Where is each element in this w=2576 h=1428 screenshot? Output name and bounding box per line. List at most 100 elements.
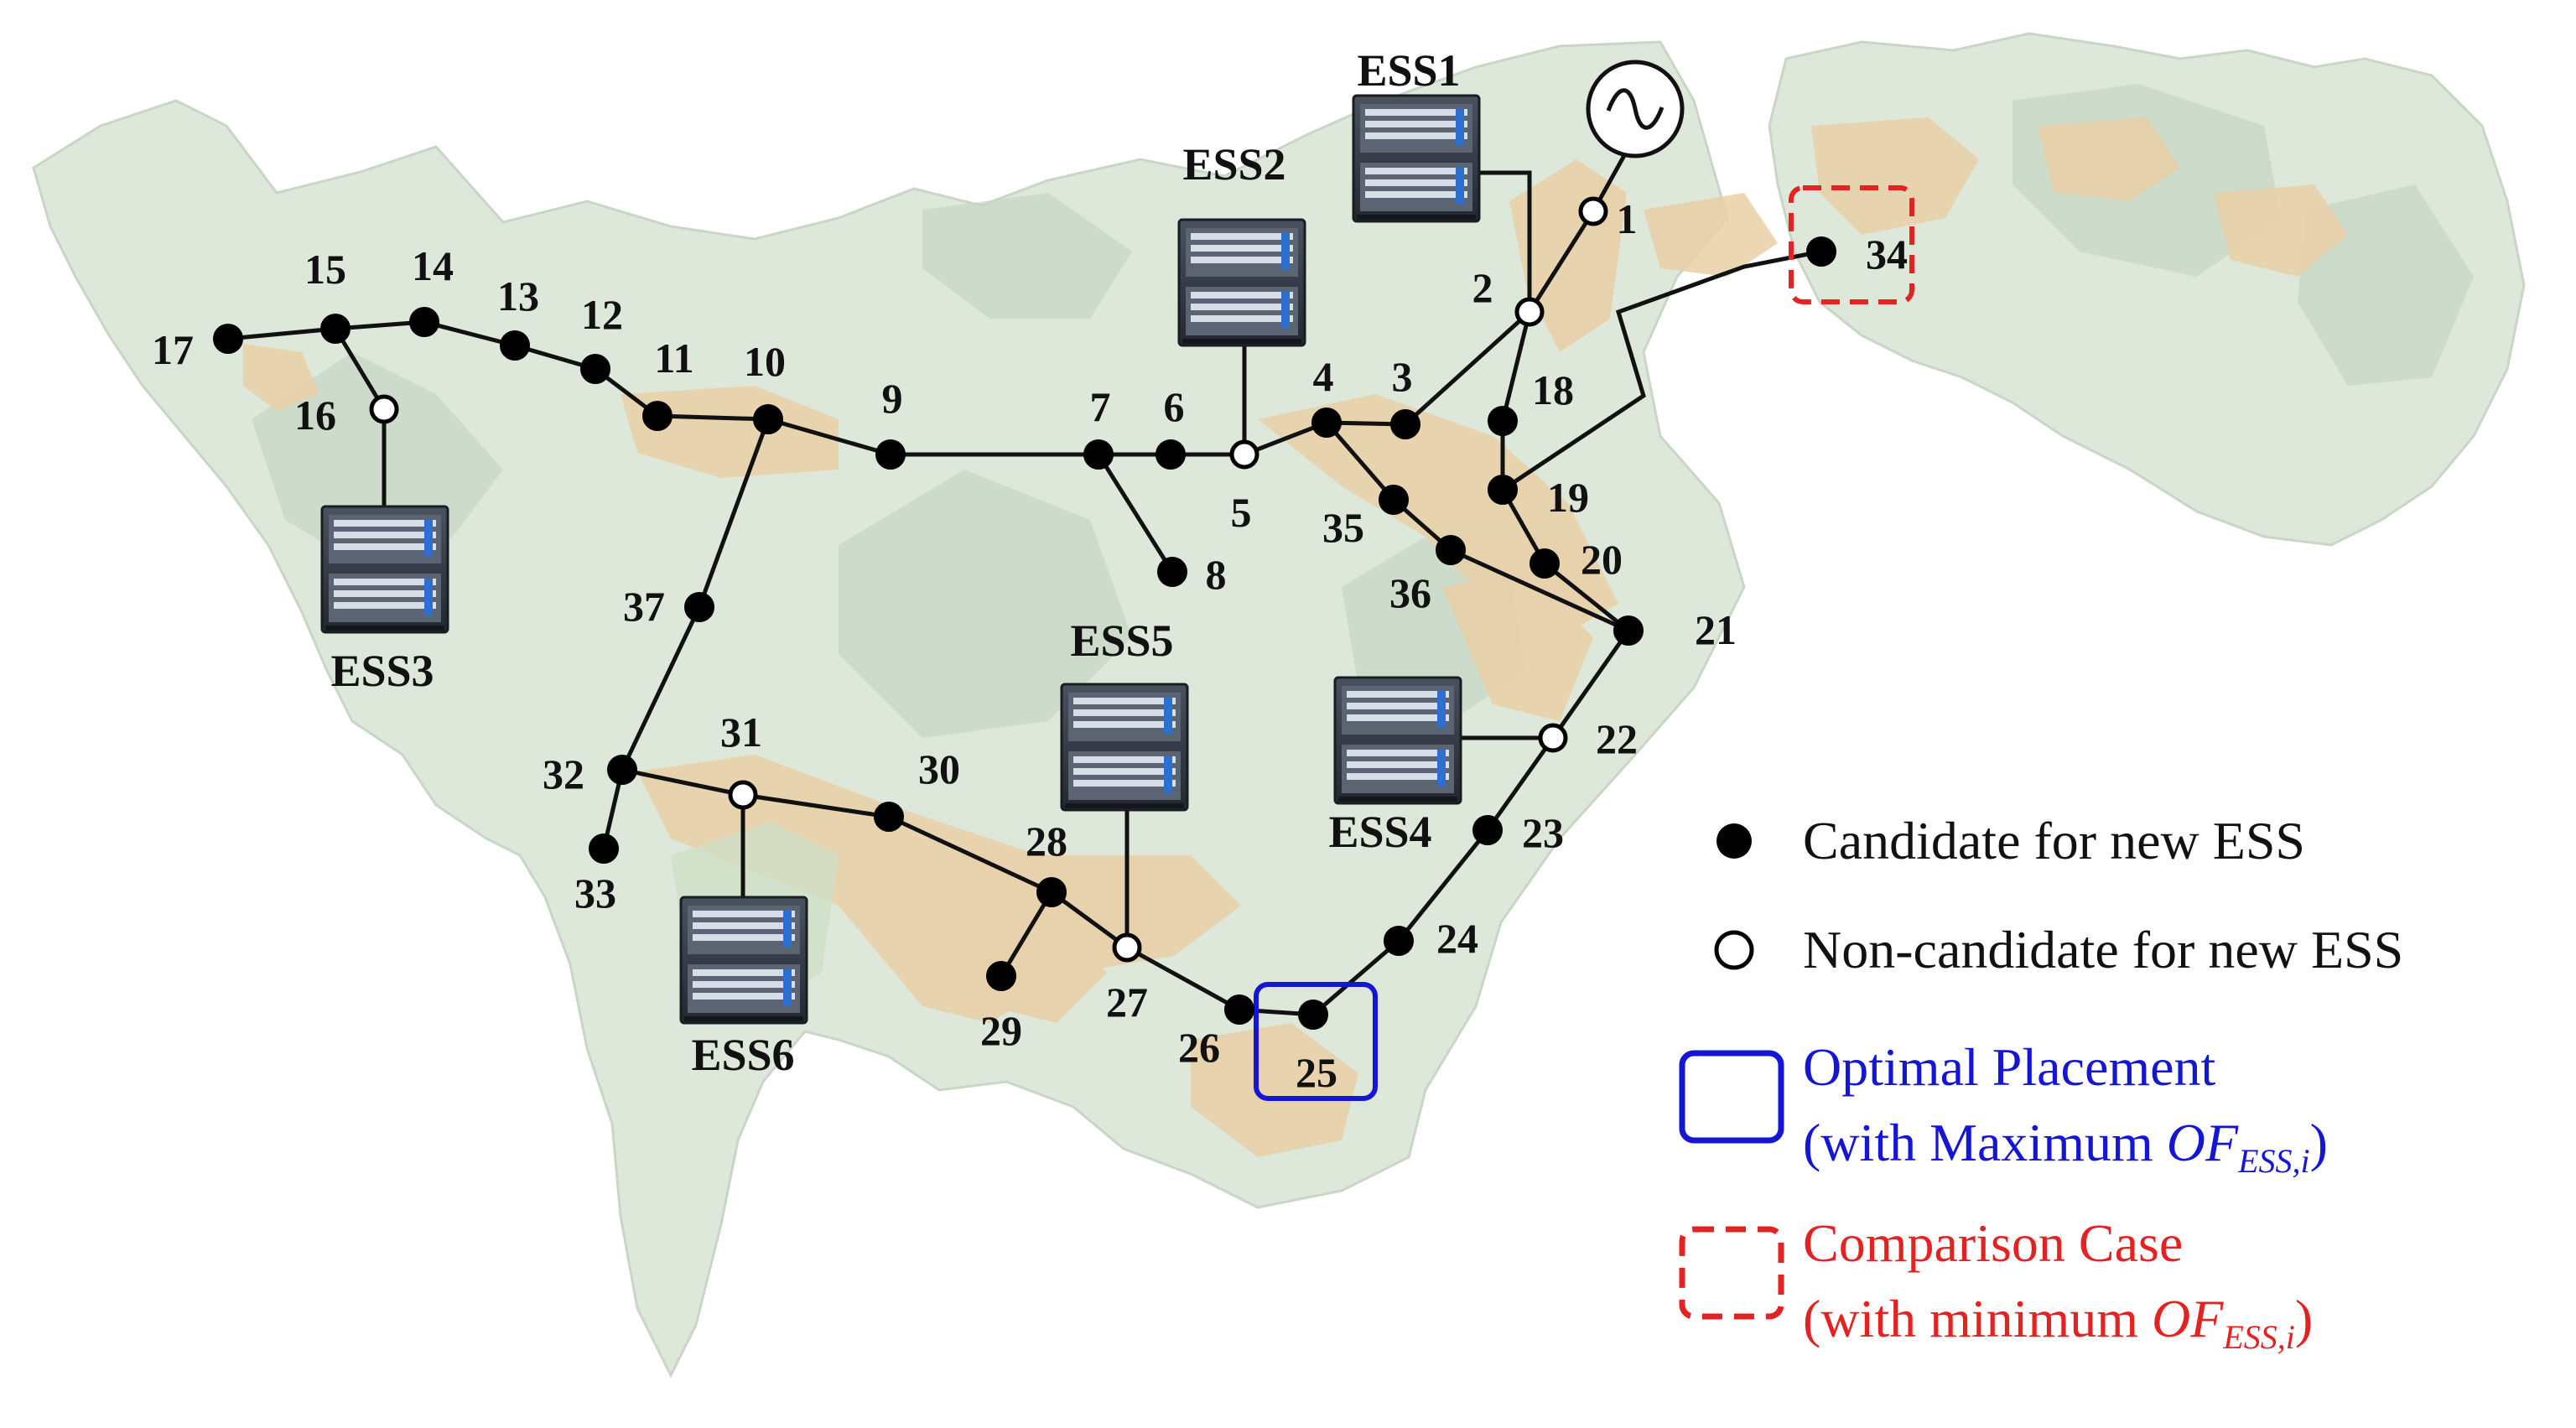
line-26-27 — [1125, 945, 1241, 1012]
ess2-label: ESS2 — [1182, 139, 1285, 190]
bus-label-9: 9 — [882, 375, 903, 422]
island-terrain — [32, 32, 2526, 1379]
bus-label-37: 37 — [623, 583, 665, 630]
bus-node-14 — [409, 307, 439, 337]
bus-node-5 — [1229, 439, 1259, 470]
bus-label-15: 15 — [304, 246, 346, 293]
bus-label-1: 1 — [1617, 195, 1638, 242]
bus-node-36 — [1436, 535, 1466, 565]
main-island-shape — [32, 40, 1746, 1379]
bus-node-32 — [607, 755, 637, 785]
bus-node-17 — [213, 324, 243, 354]
bus-node-10 — [753, 404, 783, 434]
bus-label-30: 30 — [918, 745, 960, 792]
line-20-21 — [1543, 562, 1630, 632]
bus-label-33: 33 — [574, 870, 616, 917]
bus-label-11: 11 — [654, 335, 693, 382]
bus-node-35 — [1379, 485, 1409, 515]
bus-label-26: 26 — [1178, 1024, 1220, 1071]
bus-node-22 — [1538, 723, 1568, 753]
bus-node-25 — [1298, 1000, 1328, 1030]
line-28-30 — [887, 814, 1053, 895]
line-22-23 — [1485, 736, 1555, 832]
line-23-24 — [1397, 828, 1489, 942]
ess4-label: ESS4 — [1328, 807, 1431, 857]
bus-label-3: 3 — [1392, 353, 1413, 400]
bus-node-4 — [1311, 408, 1342, 438]
line-13-14 — [423, 319, 516, 348]
line-37-10 — [697, 418, 771, 608]
bus-label-25: 25 — [1296, 1049, 1337, 1096]
bus-node-23 — [1472, 815, 1503, 845]
ess6-label: ESS6 — [691, 1030, 794, 1080]
bus-label-7: 7 — [1090, 383, 1111, 430]
bus-label-5: 5 — [1231, 489, 1252, 536]
bus-node-2 — [1514, 297, 1545, 327]
legend-optimal-line1: Optimal Placement — [1803, 1037, 2216, 1097]
bus-label-29: 29 — [980, 1007, 1022, 1054]
legend-comparison-box — [1679, 1226, 1784, 1320]
bus-node-28 — [1036, 877, 1067, 907]
bus-label-8: 8 — [1206, 551, 1227, 598]
bus-label-28: 28 — [1026, 818, 1067, 865]
line-21-22 — [1550, 629, 1631, 740]
bus-label-18: 18 — [1532, 366, 1574, 413]
bus-node-8 — [1157, 557, 1187, 587]
bus-label-2: 2 — [1472, 264, 1493, 311]
line-36-21 — [1449, 548, 1630, 633]
bus-label-16: 16 — [294, 392, 336, 439]
line-15-17 — [227, 326, 336, 341]
ess1-rack-icon — [1352, 94, 1481, 223]
legend-noncandidate-marker — [1714, 930, 1754, 970]
bus-node-11 — [642, 401, 673, 431]
line-24-25 — [1311, 939, 1400, 1016]
legend-candidate-marker — [1716, 823, 1752, 859]
ess1-connector — [1476, 170, 1532, 312]
bus-node-24 — [1384, 926, 1414, 956]
legend-noncandidate-text: Non-candidate for new ESS — [1803, 920, 2403, 979]
bus-node-3 — [1390, 409, 1420, 439]
bus-node-30 — [874, 802, 904, 832]
bus-node-29 — [986, 961, 1016, 991]
bus-label-24: 24 — [1436, 915, 1478, 962]
bus-node-31 — [728, 780, 758, 810]
ess3-rack-icon — [320, 505, 449, 634]
bus-node-27 — [1112, 932, 1142, 963]
bus-label-17: 17 — [152, 326, 194, 373]
bus-node-18 — [1488, 406, 1518, 436]
bus-nodes: 1234567891011121314151617181920212223242… — [152, 195, 1908, 1096]
bus-node-7 — [1083, 439, 1114, 470]
legend-comparison-line2: (with minimum OFESS,i) — [1803, 1289, 2313, 1356]
legend-optimal-line2: (with Maximum OFESS,i) — [1803, 1113, 2328, 1180]
bus-node-33 — [589, 833, 619, 864]
ess4-rack-icon — [1333, 676, 1462, 805]
ess5-label: ESS5 — [1070, 615, 1173, 666]
bus-node-37 — [684, 592, 714, 622]
line-28-29 — [999, 891, 1054, 978]
bus-node-15 — [320, 314, 351, 344]
ess2-rack-icon — [1177, 218, 1306, 347]
line-15-16 — [333, 327, 387, 411]
bus-node-6 — [1156, 439, 1186, 470]
bus-label-12: 12 — [581, 291, 623, 338]
bus-label-6: 6 — [1164, 383, 1185, 430]
line-30-31 — [742, 792, 890, 819]
legend-optimal-box — [1679, 1050, 1784, 1144]
bus-label-27: 27 — [1106, 979, 1148, 1026]
bus-label-4: 4 — [1313, 353, 1334, 400]
ess6-rack-icon — [679, 896, 808, 1025]
bus-node-21 — [1613, 615, 1644, 646]
bus-label-14: 14 — [412, 242, 454, 289]
generator-and-highlights — [1254, 60, 1914, 1101]
line-19-34 — [1501, 249, 1822, 492]
line-9-10 — [767, 417, 891, 457]
bus-node-20 — [1530, 548, 1560, 579]
legend-candidate-text: Candidate for new ESS — [1803, 811, 2305, 870]
optimal-placement-box — [1254, 982, 1378, 1101]
bus-label-23: 23 — [1522, 809, 1564, 856]
bus-label-35: 35 — [1322, 504, 1364, 551]
ess3-label: ESS3 — [330, 646, 434, 696]
bus-node-16 — [369, 394, 399, 424]
